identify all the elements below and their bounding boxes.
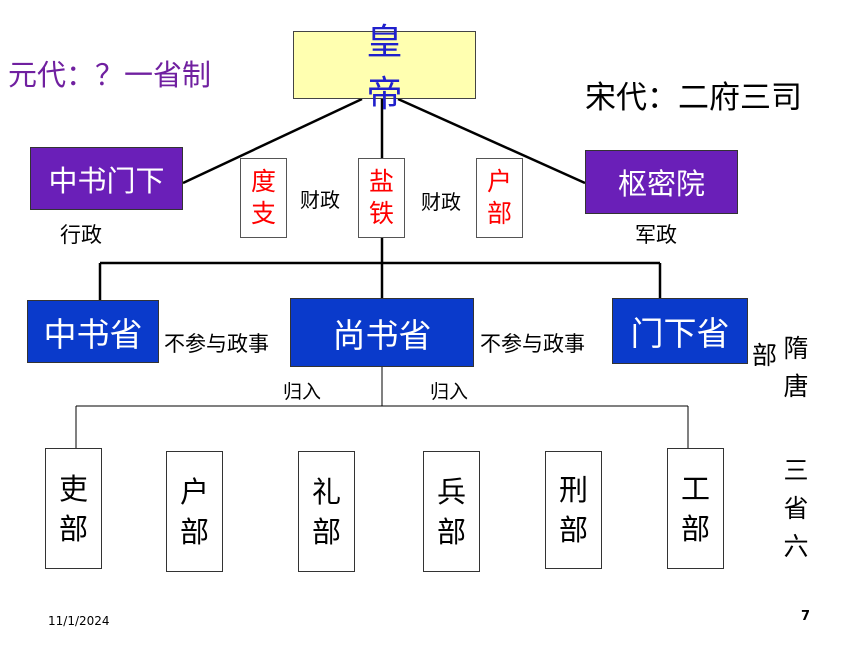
side-bu: 部 [752, 341, 778, 370]
zhongshu-menxia-box: 中书门下 [30, 147, 183, 210]
ministry-xing: 刑部 [545, 451, 602, 569]
ministry-li-rites: 礼部 [298, 451, 355, 572]
side-sanshengliu: 三省六 [783, 456, 809, 561]
yantie-box: 盐铁 [358, 158, 405, 238]
song-note: 宋代：二府三司 [585, 80, 802, 116]
emperor-box: 皇帝 [293, 22, 476, 115]
guiru-label-right: 归入 [430, 381, 469, 403]
ministry-bing: 兵部 [423, 451, 480, 572]
footer-date: 11/1/2024 [48, 614, 110, 628]
caizheng-label-1: 财政 [300, 188, 340, 212]
hubu-song-label: 户部 [486, 167, 512, 228]
menxiasheng-box: 门下省 [612, 298, 748, 364]
bucan-label-left: 不参与政事 [164, 332, 269, 356]
line-emperor-shumiyuan [397, 97, 586, 185]
zhongshusheng-box: 中书省 [27, 300, 159, 363]
line-emperor-zhongshumenxia [182, 97, 363, 185]
hubu-song-box: 户部 [476, 158, 523, 238]
side-suitang: 隋唐 [783, 334, 809, 401]
ministry-li: 吏部 [45, 448, 102, 569]
duzhi-label: 度支 [250, 167, 276, 228]
shangshusheng-box: 尚书省 [290, 298, 474, 367]
duzhi-box: 度支 [240, 158, 287, 238]
page-number: 7 [801, 609, 811, 624]
ministry-gong: 工部 [667, 448, 724, 569]
yantie-label: 盐铁 [368, 167, 394, 228]
xingzheng-label: 行政 [60, 223, 102, 247]
yuan-note: 元代：？一省制 [8, 58, 212, 92]
junzheng-label: 军政 [635, 223, 677, 247]
caizheng-label-2: 财政 [421, 190, 461, 214]
guiru-label-left: 归入 [283, 381, 322, 403]
bucan-label-right: 不参与政事 [480, 332, 585, 356]
shumiyuan-box: 枢密院 [585, 150, 738, 214]
ministry-hu: 户部 [166, 451, 223, 572]
